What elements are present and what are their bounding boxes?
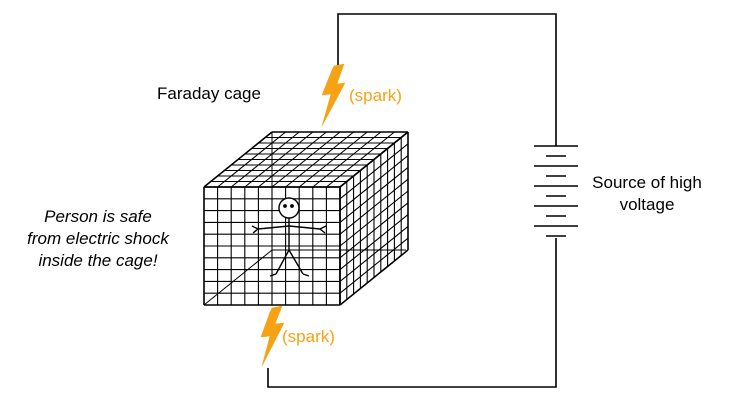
battery-stack-icon [534, 145, 578, 237]
spark-bottom-label: (spark) [282, 327, 335, 346]
spark-top-label: (spark) [349, 86, 402, 105]
cage-front-face [203, 186, 341, 306]
cage-label: Faraday cage [157, 84, 261, 103]
person-note-line-3: inside the cage! [38, 251, 157, 270]
source-label-line-1: Source of high [592, 173, 702, 192]
person-note-line-1: Person is safe [44, 207, 152, 226]
stick-figure-icon [251, 197, 327, 277]
cage-top-face [203, 131, 409, 188]
cage-right-face [339, 131, 409, 306]
top-wire [337, 13, 557, 146]
spark-bottom-icon [260, 305, 285, 367]
source-label-line-2: voltage [620, 195, 675, 214]
person-note-line-2: from electric shock [27, 229, 170, 248]
source-label: Source of high voltage [592, 173, 702, 214]
spark-top-icon [321, 63, 346, 127]
bottom-wire [267, 238, 557, 388]
circuit-wires [267, 13, 557, 388]
person-note: Person is safe from electric shock insid… [27, 207, 170, 270]
